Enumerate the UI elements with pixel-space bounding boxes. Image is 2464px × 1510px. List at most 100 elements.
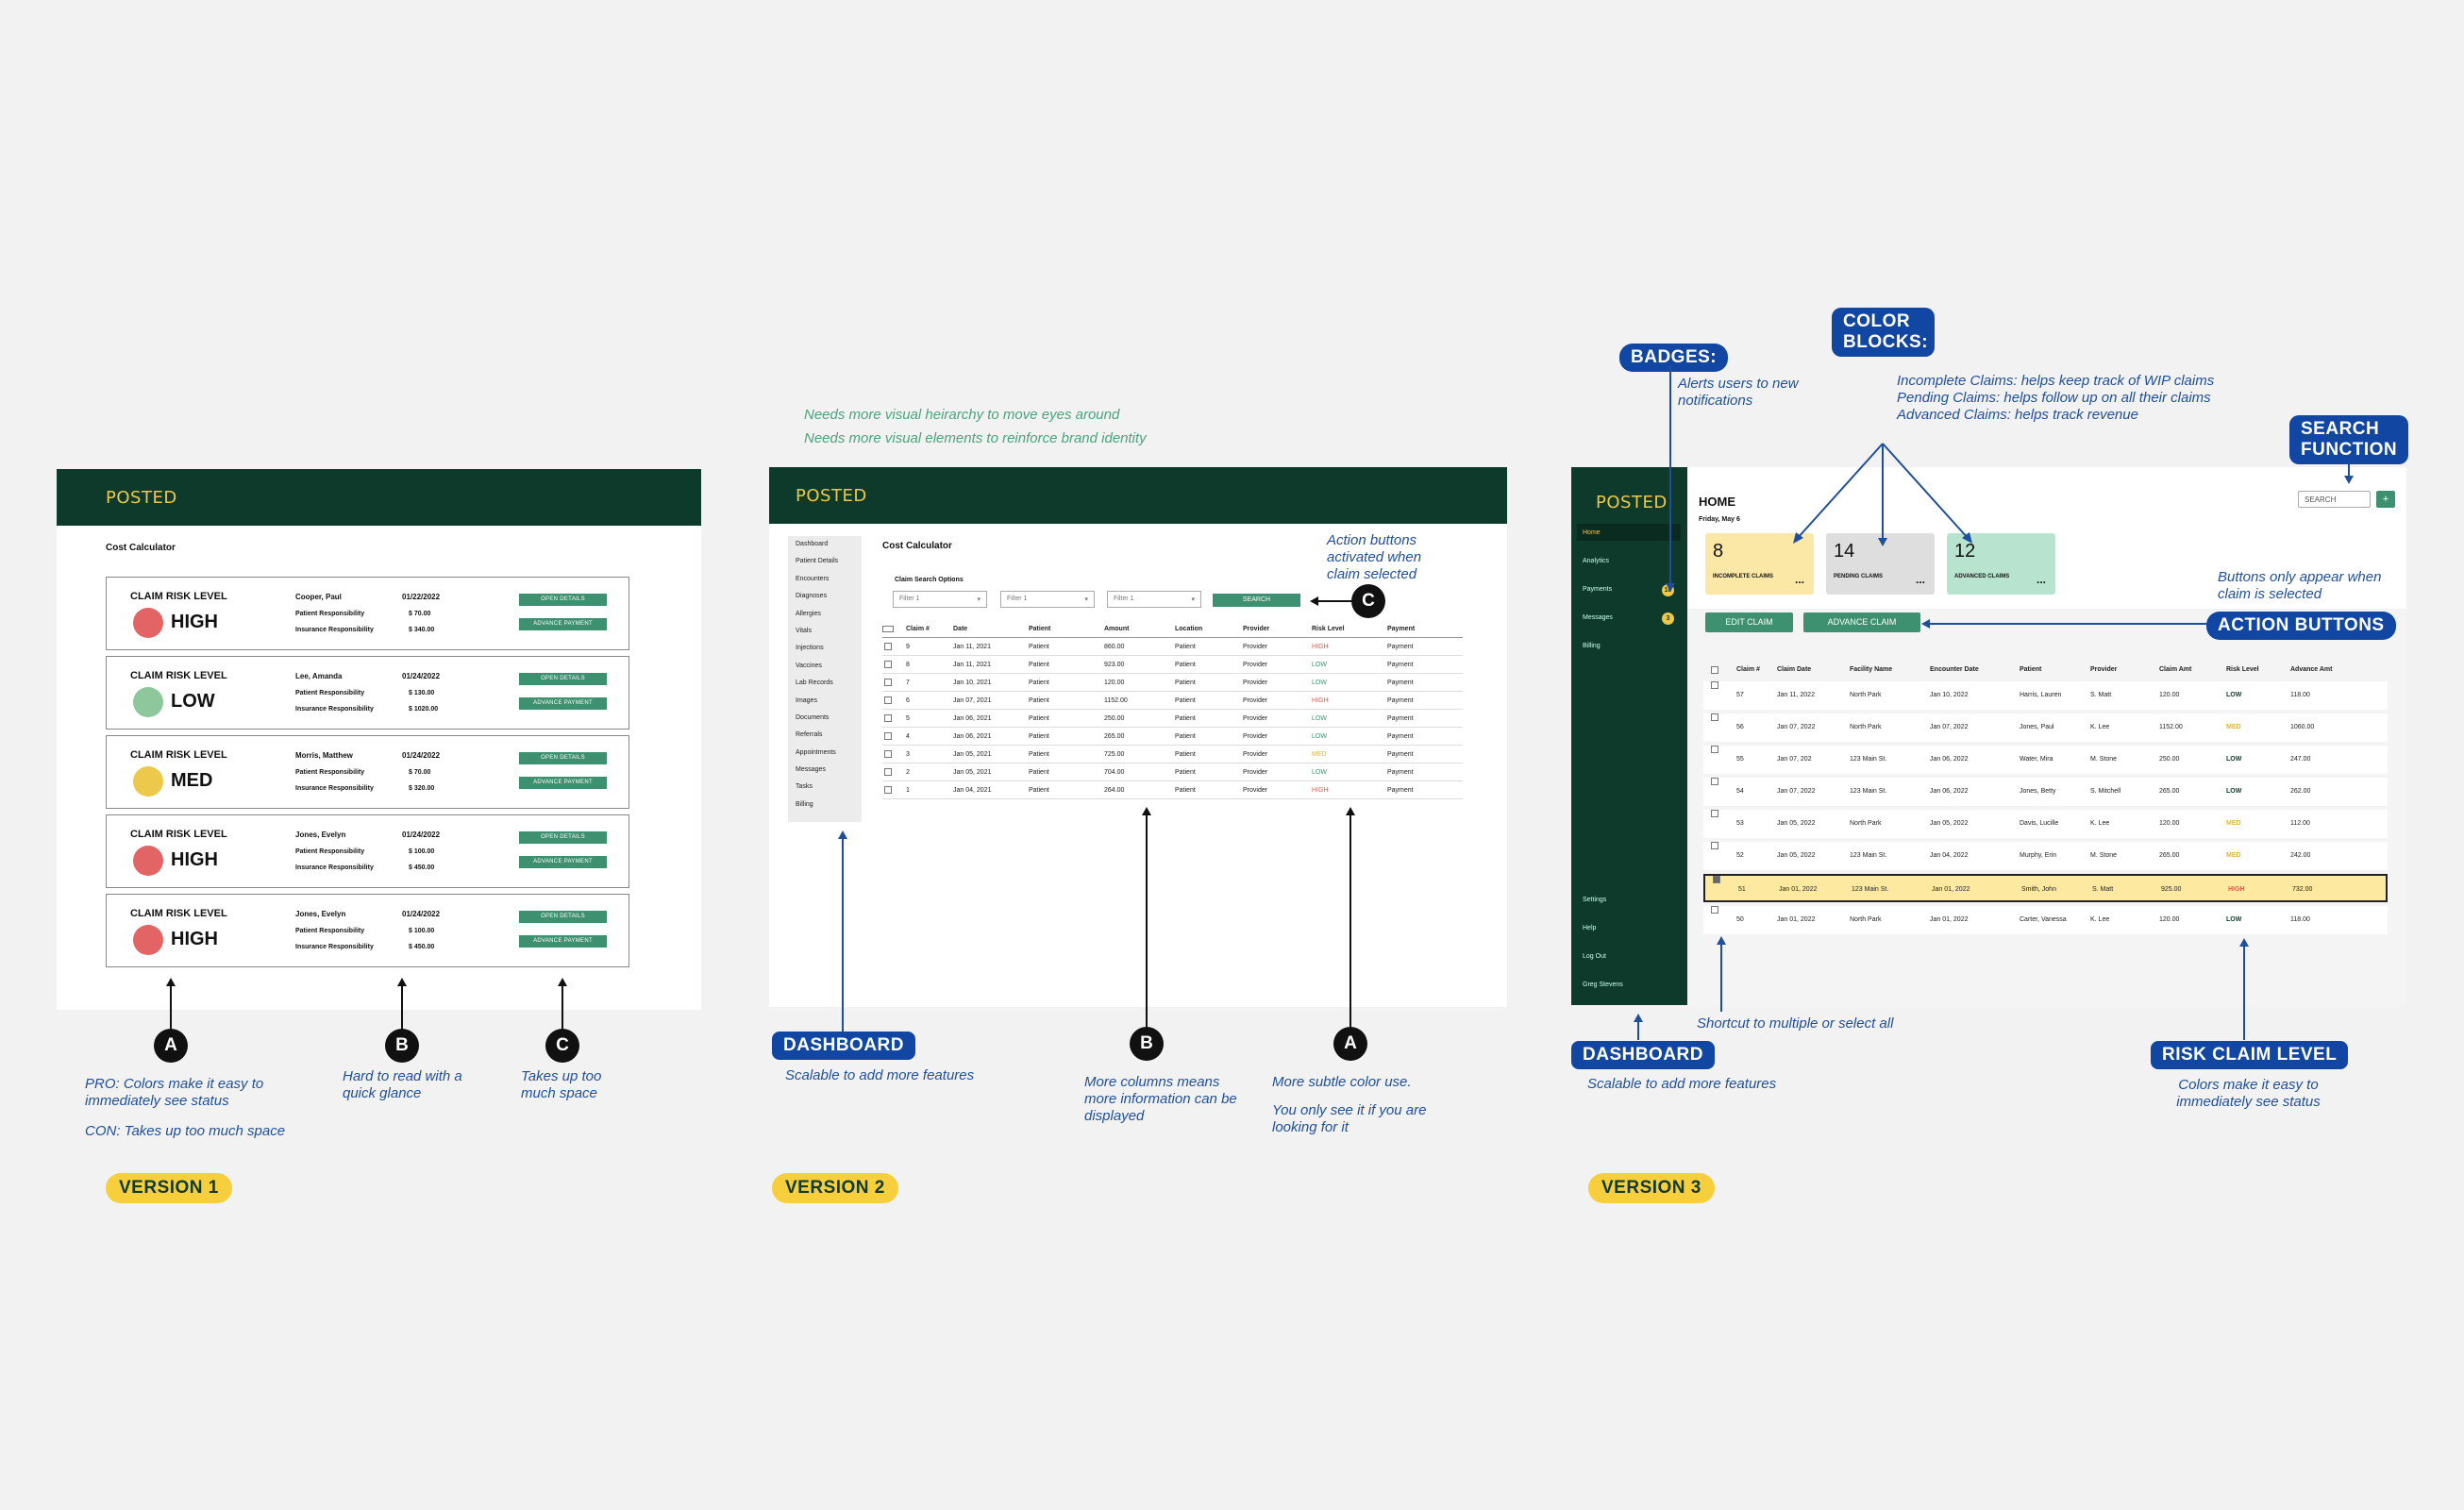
sidebar-item[interactable]: Dashboard — [796, 541, 829, 547]
sidebar-item[interactable]: Injections — [796, 645, 824, 652]
select-all-checkbox[interactable] — [882, 625, 894, 632]
search-button[interactable]: SEARCH — [1213, 594, 1300, 607]
row-checkbox[interactable] — [884, 732, 892, 740]
advance-payment-button[interactable]: ADVANCE PAYMENT — [519, 856, 607, 868]
nav-home[interactable]: Home — [1583, 529, 1601, 536]
color-note-3: Advanced Claims: helps track revenue — [1897, 407, 2138, 423]
marker-a: A — [154, 1029, 188, 1063]
advance-payment-button[interactable]: ADVANCE PAYMENT — [519, 618, 607, 630]
row-checkbox[interactable] — [1711, 810, 1718, 817]
edit-claim-button[interactable]: EDIT CLAIM — [1705, 612, 1793, 632]
sidebar-item[interactable]: Tasks — [796, 783, 813, 791]
more-icon[interactable]: ... — [1794, 573, 1804, 586]
row-checkbox[interactable] — [1711, 681, 1718, 689]
row-checkbox[interactable] — [1713, 876, 1720, 883]
filter-dropdown-3[interactable]: Filter 1▾ — [1107, 591, 1201, 608]
row-checkbox[interactable] — [884, 643, 892, 650]
sidebar-item[interactable]: Encounters — [796, 575, 830, 582]
sidebar-item[interactable]: Referrals — [796, 731, 823, 739]
row-checkbox[interactable] — [884, 679, 892, 686]
nav-billing[interactable]: Billing — [1583, 643, 1601, 649]
advance-payment-button[interactable]: ADVANCE PAYMENT — [519, 697, 607, 710]
table-cell: 6 — [906, 696, 910, 704]
row-checkbox[interactable] — [1711, 746, 1718, 753]
row-checkbox[interactable] — [884, 786, 892, 794]
row-checkbox[interactable] — [1711, 906, 1718, 914]
table-cell: HIGH — [1312, 696, 1329, 704]
nav-messages[interactable]: Messages — [1583, 614, 1613, 621]
arrow-a — [170, 982, 172, 1038]
open-details-button[interactable]: OPEN DETAILS — [519, 752, 607, 764]
sidebar-item[interactable]: Billing — [796, 800, 813, 808]
row-checkbox[interactable] — [884, 661, 892, 668]
row-checkbox[interactable] — [884, 714, 892, 722]
advance-payment-button[interactable]: ADVANCE PAYMENT — [519, 777, 607, 789]
advance-claim-button[interactable]: ADVANCE CLAIM — [1803, 612, 1920, 632]
search-input[interactable]: SEARCH — [2298, 491, 2371, 508]
sidebar-item[interactable]: Messages — [796, 766, 826, 774]
more-icon[interactable]: ... — [2036, 573, 2046, 586]
chevron-down-icon: ▾ — [977, 596, 981, 603]
sidebar-item[interactable]: Appointments — [796, 748, 836, 756]
sidebar-item[interactable]: Vitals — [796, 627, 812, 634]
open-details-button[interactable]: OPEN DETAILS — [519, 594, 607, 606]
open-details-button[interactable]: OPEN DETAILS — [519, 673, 607, 685]
table-cell: Patient — [1029, 661, 1049, 668]
add-button[interactable]: + — [2376, 491, 2395, 508]
row-checkbox[interactable] — [1711, 842, 1718, 849]
user-name[interactable]: Greg Stevens — [1583, 982, 1623, 988]
sidebar-item[interactable]: Lab Records — [796, 680, 833, 687]
select-all-checkbox[interactable] — [1711, 666, 1718, 674]
risk-level: MED — [171, 770, 213, 791]
table-cell: M. Stone — [2090, 852, 2118, 859]
sidebar-item[interactable]: Allergies — [796, 610, 821, 617]
block-label: INCOMPLETE CLAIMS — [1713, 574, 1773, 579]
table-cell: 262.00 — [2290, 788, 2311, 795]
row-checkbox[interactable] — [884, 768, 892, 776]
nav-analytics[interactable]: Analytics — [1583, 558, 1610, 564]
advance-payment-button[interactable]: ADVANCE PAYMENT — [519, 935, 607, 948]
nav-logout[interactable]: Log Out — [1583, 953, 1606, 960]
column-header: Claim Amt — [2159, 666, 2192, 673]
sidebar-item[interactable]: Patient Details — [796, 558, 839, 565]
table-cell: Jan 01, 2022 — [1779, 886, 1818, 893]
row-checkbox[interactable] — [884, 750, 892, 758]
row-checkbox[interactable] — [1711, 713, 1718, 721]
sidebar-item[interactable]: Vaccines — [796, 662, 822, 669]
sidebar-item[interactable]: Images — [796, 696, 817, 704]
sidebar-item[interactable]: Diagnoses — [796, 593, 828, 600]
open-details-button[interactable]: OPEN DETAILS — [519, 831, 607, 844]
filter-dropdown-1[interactable]: Filter 1▾ — [893, 591, 987, 608]
nav-payments[interactable]: Payments — [1583, 586, 1613, 593]
nav-settings[interactable]: Settings — [1583, 897, 1607, 903]
row-checkbox[interactable] — [1711, 778, 1718, 785]
nav-help[interactable]: Help — [1583, 925, 1597, 931]
open-details-button[interactable]: OPEN DETAILS — [519, 911, 607, 923]
risk-label: CLAIM RISK LEVEL — [130, 749, 227, 761]
column-header: Patient — [2020, 666, 2042, 673]
sidebar-item[interactable]: Documents — [796, 713, 830, 721]
more-icon[interactable]: ... — [1915, 573, 1925, 586]
row-checkbox[interactable] — [884, 696, 892, 704]
filter-dropdown-2[interactable]: Filter 1▾ — [1000, 591, 1095, 608]
